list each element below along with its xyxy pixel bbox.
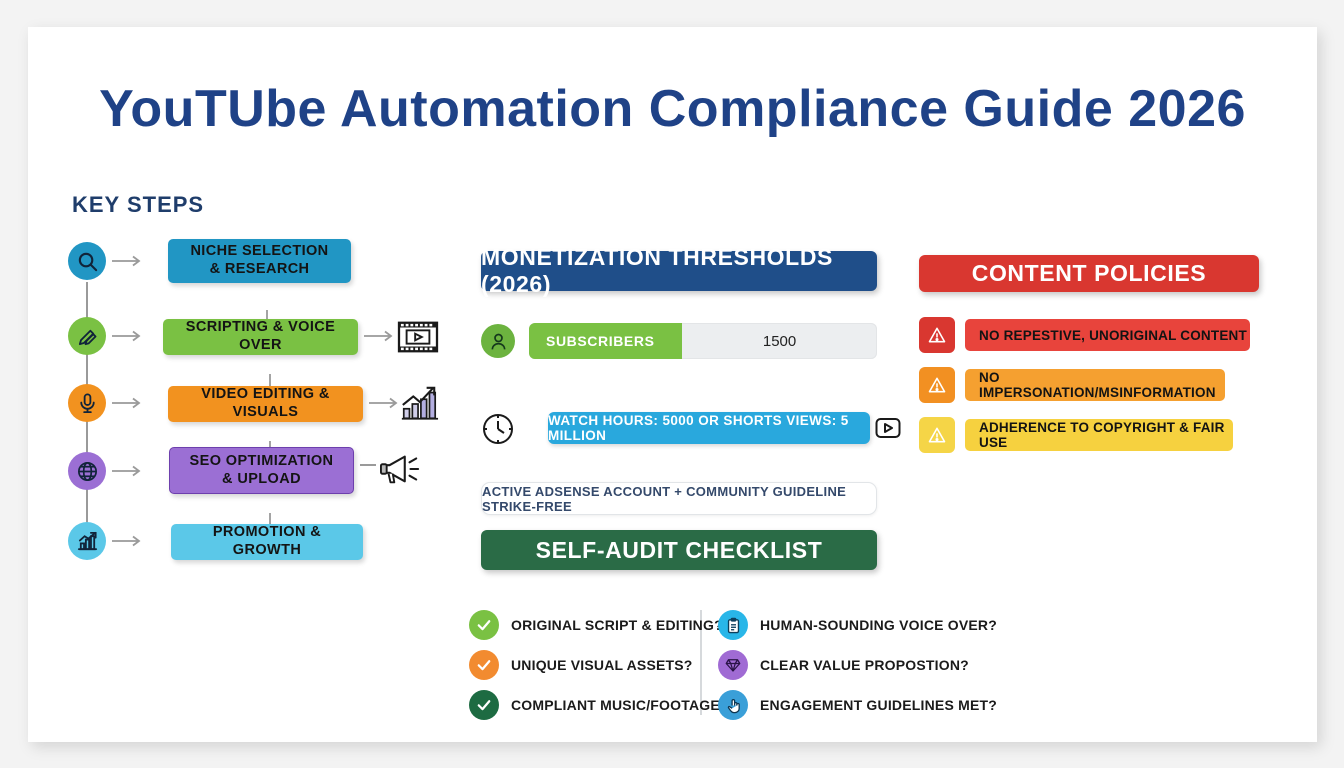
page-title: YouTUbe Automation Compliance Guide 2026 bbox=[99, 80, 1246, 138]
step-label-5: PROMOTION & GROWTH bbox=[212, 524, 322, 558]
step-arrow-4 bbox=[112, 465, 141, 477]
step-label-line2: & UPLOAD bbox=[222, 470, 301, 487]
policy-label-2: NO IMPERSONATION/MSINFORMATION bbox=[979, 370, 1216, 400]
checklist-label: UNIQUE VISUAL ASSETS? bbox=[511, 657, 693, 673]
checklist-divider bbox=[700, 610, 702, 715]
policy-row-3: ADHERENCE TO COPYRIGHT & FAIR USE bbox=[919, 417, 1259, 453]
step-connector-2 bbox=[86, 349, 88, 387]
pencil-icon bbox=[68, 317, 106, 355]
step-box-video-editing[interactable]: VIDEO EDITING & VISUALS bbox=[168, 386, 363, 422]
key-steps-heading: KEY STEPS bbox=[72, 192, 205, 217]
check-circle-icon bbox=[469, 650, 499, 680]
policy-bar-2[interactable]: NO IMPERSONATION/MSINFORMATION bbox=[965, 369, 1225, 401]
policy-bar-3[interactable]: ADHERENCE TO COPYRIGHT & FAIR USE bbox=[965, 419, 1233, 451]
check-circle-icon bbox=[469, 690, 499, 720]
step-row-3: VIDEO EDITING & VISUALS bbox=[28, 384, 439, 444]
clipboard-icon bbox=[718, 610, 748, 640]
step-box-seo-optimization[interactable]: SEO OPTIMIZATION & UPLOAD bbox=[169, 447, 354, 494]
step-arrow-3-side bbox=[369, 397, 398, 409]
checklist-label: ORIGINAL SCRIPT & EDITING? bbox=[511, 617, 723, 633]
subscribers-row: SUBSCRIBERS 1500 bbox=[481, 323, 881, 361]
checklist-item-human-voice-over[interactable]: HUMAN-SOUNDING VOICE OVER? bbox=[718, 610, 997, 640]
watch-hours-row: WATCH HOURS: 5000 OR SHORTS VIEWS: 5 MIL… bbox=[481, 410, 901, 448]
checklist-label: HUMAN-SOUNDING VOICE OVER? bbox=[760, 617, 997, 633]
monetization-header: MONETIZATION THRESHOLDS (2026) bbox=[481, 244, 877, 297]
checklist-label: CLEAR VALUE PROPOSTION? bbox=[760, 657, 969, 673]
self-audit-header: SELF-AUDIT CHECKLIST bbox=[481, 530, 877, 570]
step-row-5: PROMOTION & GROWTH bbox=[28, 522, 428, 582]
step-label-line1: SEO OPTIMIZATION bbox=[189, 452, 334, 469]
step-label-2: SCRIPTING & VOICE OVER bbox=[185, 319, 336, 353]
step-label-line2: & RESEARCH bbox=[209, 261, 310, 277]
step-row-4: SEO OPTIMIZATION & UPLOAD bbox=[28, 447, 428, 512]
watch-hours-label: WATCH HOURS: 5000 OR SHORTS VIEWS: 5 MIL… bbox=[548, 413, 849, 443]
policy-label-1: NO REPESTIVE, UNORIGINAL CONTENT bbox=[979, 327, 1247, 343]
check-circle-icon bbox=[469, 610, 499, 640]
click-hand-icon bbox=[718, 690, 748, 720]
warning-triangle-icon bbox=[919, 367, 955, 403]
step-arrow-2-side bbox=[364, 330, 393, 342]
step-box-scripting-voice-over[interactable]: SCRIPTING & VOICE OVER bbox=[163, 319, 358, 355]
subscribers-bar-fill: SUBSCRIBERS bbox=[529, 323, 683, 359]
step-connector-3 bbox=[86, 417, 88, 455]
clock-icon bbox=[481, 412, 515, 451]
policy-row-1: NO REPESTIVE, UNORIGINAL CONTENT bbox=[919, 317, 1259, 353]
bar-chart-icon bbox=[68, 522, 106, 560]
checklist-item-unique-visual-assets[interactable]: UNIQUE VISUAL ASSETS? bbox=[469, 650, 693, 680]
infographic-card: YouTUbe Automation Compliance Guide 2026… bbox=[28, 27, 1317, 742]
step-box-promotion-growth[interactable]: PROMOTION & GROWTH bbox=[171, 524, 363, 560]
monetization-header-label: MONETIZATION THRESHOLDS (2026) bbox=[481, 244, 833, 297]
step-arrow-2 bbox=[112, 330, 141, 342]
adsense-note: ACTIVE ADSENSE ACCOUNT + COMMUNITY GUIDE… bbox=[481, 482, 877, 515]
step-label-line1: NICHE SELECTION bbox=[190, 243, 329, 260]
step-row-1: NICHE SELECTION & RESEARCH bbox=[28, 239, 428, 302]
person-icon bbox=[481, 324, 515, 358]
subscribers-bar-track: SUBSCRIBERS 1500 bbox=[529, 323, 877, 359]
step-connector-1 bbox=[86, 282, 88, 320]
checklist-label: COMPLIANT MUSIC/FOOTAGE? bbox=[511, 697, 729, 713]
subscribers-value: 1500 bbox=[762, 332, 797, 350]
watch-hours-bar[interactable]: WATCH HOURS: 5000 OR SHORTS VIEWS: 5 MIL… bbox=[548, 412, 870, 444]
subscribers-label: SUBSCRIBERS bbox=[546, 333, 655, 349]
warning-triangle-icon bbox=[919, 317, 955, 353]
megaphone-icon bbox=[380, 455, 420, 484]
warning-triangle-icon bbox=[919, 417, 955, 453]
microphone-icon bbox=[68, 384, 106, 422]
globe-icon bbox=[68, 452, 106, 490]
step-connector-4 bbox=[86, 485, 88, 523]
step-arrow-5 bbox=[112, 535, 141, 547]
checklist-item-engagement-guidelines[interactable]: ENGAGEMENT GUIDELINES MET? bbox=[718, 690, 997, 720]
film-strip-icon bbox=[397, 321, 439, 353]
self-audit-header-label: SELF-AUDIT CHECKLIST bbox=[535, 536, 823, 563]
step-arrow-3 bbox=[112, 397, 141, 409]
checklist-item-compliant-music[interactable]: COMPLIANT MUSIC/FOOTAGE? bbox=[469, 690, 729, 720]
policy-label-3: ADHERENCE TO COPYRIGHT & FAIR USE bbox=[979, 420, 1225, 450]
adsense-note-label: ACTIVE ADSENSE ACCOUNT + COMMUNITY GUIDE… bbox=[482, 483, 847, 514]
checklist-label: ENGAGEMENT GUIDELINES MET? bbox=[760, 697, 997, 713]
diamond-icon bbox=[718, 650, 748, 680]
step-arrow-1 bbox=[112, 255, 141, 267]
growth-chart-icon bbox=[401, 386, 439, 420]
step-row-2: SCRIPTING & VOICE OVER bbox=[28, 317, 439, 377]
checklist-item-clear-value-proposition[interactable]: CLEAR VALUE PROPOSTION? bbox=[718, 650, 969, 680]
play-button-icon[interactable] bbox=[875, 416, 901, 440]
policy-row-2: NO IMPERSONATION/MSINFORMATION bbox=[919, 367, 1259, 403]
step-connector-seo-megaphone bbox=[360, 464, 376, 466]
policy-bar-1[interactable]: NO REPESTIVE, UNORIGINAL CONTENT bbox=[965, 319, 1250, 351]
content-policies-header-label: CONTENT POLICIES bbox=[971, 260, 1207, 286]
search-icon bbox=[68, 242, 106, 280]
content-policies-header: CONTENT POLICIES bbox=[919, 255, 1259, 292]
checklist-item-original-script[interactable]: ORIGINAL SCRIPT & EDITING? bbox=[469, 610, 723, 640]
step-label-3: VIDEO EDITING & VISUALS bbox=[201, 386, 330, 420]
step-box-niche-selection[interactable]: NICHE SELECTION & RESEARCH bbox=[168, 239, 351, 283]
